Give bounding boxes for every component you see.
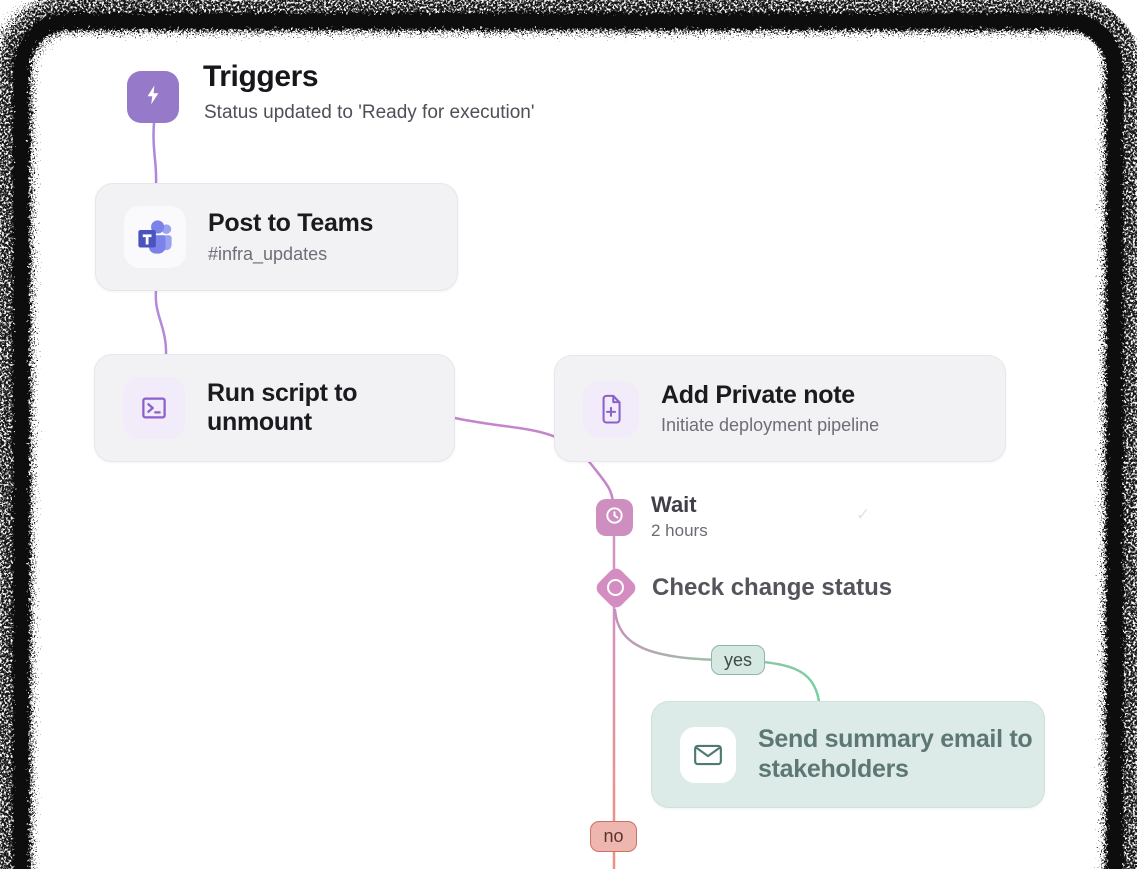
trigger-subtitle: Status updated to 'Ready for execution'	[204, 102, 535, 123]
trigger-title: Triggers	[203, 60, 319, 93]
node-title: Run script to unmount	[207, 378, 358, 437]
edge-teams-to-script	[154, 289, 168, 358]
document-plus-icon	[583, 380, 639, 437]
node-text: Post to Teams #infra_updates	[208, 209, 373, 265]
wait-title: Wait	[651, 492, 697, 517]
wait-subtitle: 2 hours	[651, 521, 708, 540]
node-text: Add Private note Initiate deployment pip…	[661, 381, 879, 437]
node-send-summary-email[interactable]: Send summary email to stakeholders	[651, 701, 1045, 808]
terminal-icon	[123, 377, 185, 439]
microsoft-teams-icon	[124, 206, 186, 268]
no-text: no	[603, 826, 624, 846]
node-run-script[interactable]: Run script to unmount	[94, 354, 455, 462]
decision-title: Check change status	[652, 574, 893, 601]
envelope-icon	[680, 726, 736, 783]
node-text: Run script to unmount	[207, 379, 407, 438]
node-title: Post to Teams	[208, 209, 374, 238]
node-wait[interactable]	[596, 499, 633, 536]
yes-text: yes	[723, 649, 752, 670]
lightning-bolt-icon	[141, 83, 165, 112]
clock-icon	[603, 504, 626, 532]
node-subtitle: Initiate deployment pipeline	[661, 415, 880, 436]
node-text: Send summary email to stakeholders	[758, 725, 1048, 784]
edge-trigger-to-teams	[152, 121, 158, 186]
circle-icon	[607, 579, 624, 596]
node-post-to-teams[interactable]: Post to Teams #infra_updates	[95, 183, 458, 291]
node-title: Send summary email to stakeholders	[758, 725, 1033, 783]
branch-label-yes: yes	[711, 645, 765, 675]
trigger-node[interactable]	[127, 71, 179, 123]
node-subtitle: #infra_updates	[208, 243, 328, 264]
node-add-private-note[interactable]: Add Private note Initiate deployment pip…	[554, 355, 1006, 462]
branch-label-no: no	[590, 821, 637, 852]
node-title: Add Private note	[661, 380, 855, 409]
check-glyph: ✓	[856, 505, 871, 524]
